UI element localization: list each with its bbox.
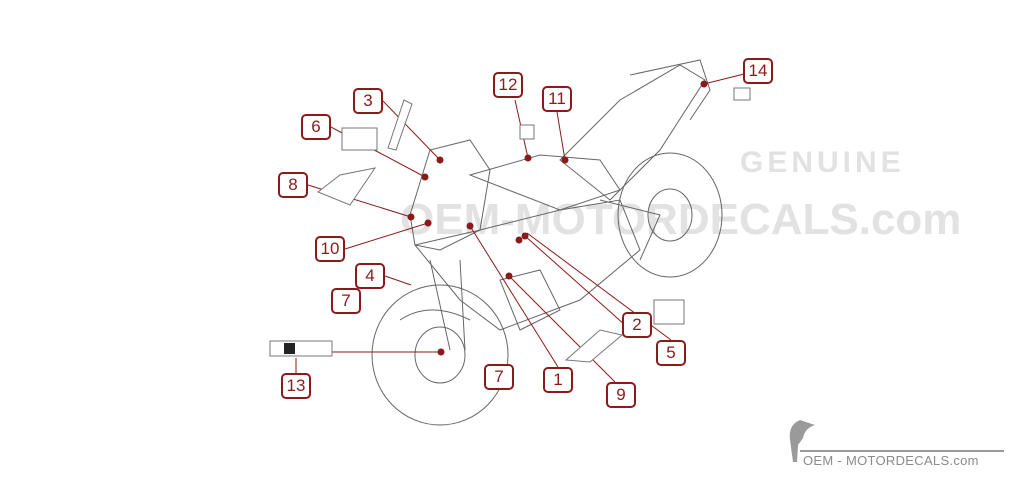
logo-icon xyxy=(789,420,1004,462)
decal-13-logo xyxy=(284,343,295,354)
radiator xyxy=(499,269,561,331)
decal-thumbnails xyxy=(269,87,751,363)
watermark-text: OEM-MOTORDECALS.com xyxy=(400,195,962,244)
callout-3[interactable]: 3 xyxy=(353,88,383,114)
callout-11[interactable]: 11 xyxy=(542,86,572,112)
fairing xyxy=(414,199,641,331)
callout-6[interactable]: 6 xyxy=(301,114,331,140)
windscreen xyxy=(409,139,491,251)
callout-10[interactable]: 10 xyxy=(315,236,345,262)
callout-1[interactable]: 1 xyxy=(543,367,573,393)
logo-text: OEM - MOTORDECALS.com xyxy=(803,453,979,468)
rear-wheel xyxy=(617,152,723,278)
fuel-tank xyxy=(468,154,621,211)
callout-9[interactable]: 9 xyxy=(606,382,636,408)
leader-lines xyxy=(295,73,745,383)
fork xyxy=(429,259,466,351)
seat xyxy=(559,64,706,201)
callout-4[interactable]: 4 xyxy=(355,263,385,289)
callout-7b[interactable]: 7 xyxy=(484,364,514,390)
callout-14[interactable]: 14 xyxy=(743,58,773,84)
callout-2[interactable]: 2 xyxy=(622,312,652,338)
attachment-dots xyxy=(407,80,708,356)
callout-7[interactable]: 7 xyxy=(331,288,361,314)
callout-5[interactable]: 5 xyxy=(656,340,686,366)
callout-13[interactable]: 13 xyxy=(281,373,311,399)
watermark-tag: GENUINE xyxy=(740,146,905,179)
front-wheel xyxy=(371,284,509,426)
front-fender xyxy=(399,309,471,321)
callout-8[interactable]: 8 xyxy=(278,172,308,198)
callout-12[interactable]: 12 xyxy=(493,72,523,98)
